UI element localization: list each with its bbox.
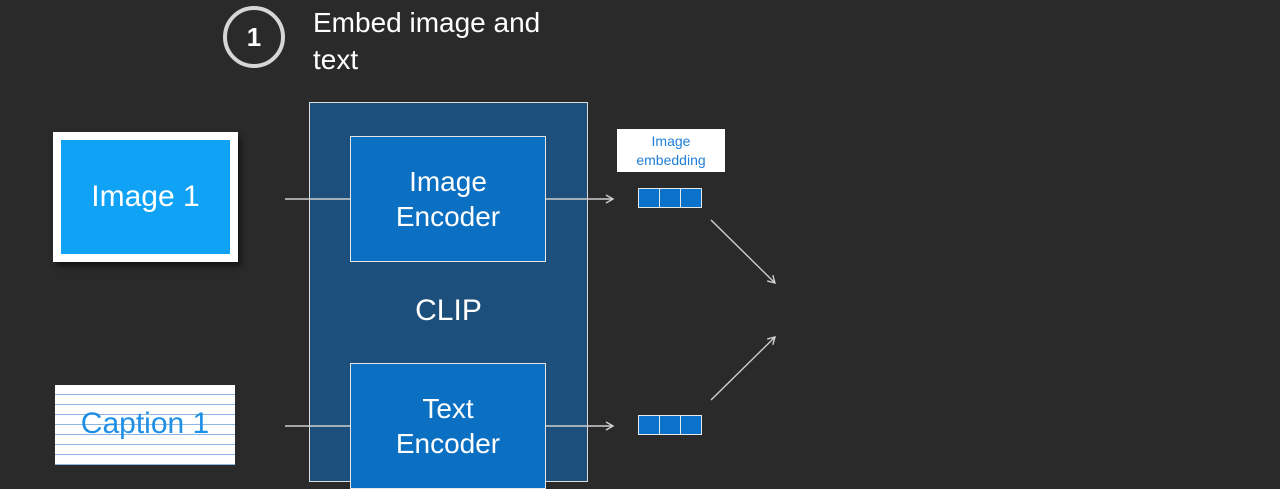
embedding-cell (681, 416, 701, 434)
image-embedding-arrow (710, 219, 777, 284)
image-encoder-label: Image Encoder (395, 166, 501, 232)
step-title: Embed image and text (313, 7, 541, 75)
embedding-cell (660, 416, 680, 434)
text-encoder-label: Text Encoder (395, 393, 501, 459)
input-caption-label: Caption 1 (80, 407, 210, 440)
input-image-card: Image 1 (53, 132, 238, 262)
image-encoder-block: Image Encoder (350, 136, 546, 262)
embedding-cell (681, 189, 701, 207)
step-number: 1 (246, 21, 262, 52)
text-embedding-vector (638, 415, 702, 435)
input-caption-card: Caption 1 (55, 385, 235, 465)
input-image-label: Image 1 (61, 140, 230, 254)
text-encoder-block: Text Encoder (350, 363, 546, 489)
embedding-cell (660, 189, 680, 207)
clip-label: CLIP (415, 294, 482, 327)
embedding-cell (639, 416, 659, 434)
embedding-cell (639, 189, 659, 207)
step-number-badge: 1 (223, 6, 285, 68)
image-embedding-label-text: Image embedding (636, 133, 706, 168)
image-embedding-vector (638, 188, 702, 208)
image-embedding-label: Image embedding (617, 129, 725, 172)
text-embedding-arrow (710, 336, 777, 401)
